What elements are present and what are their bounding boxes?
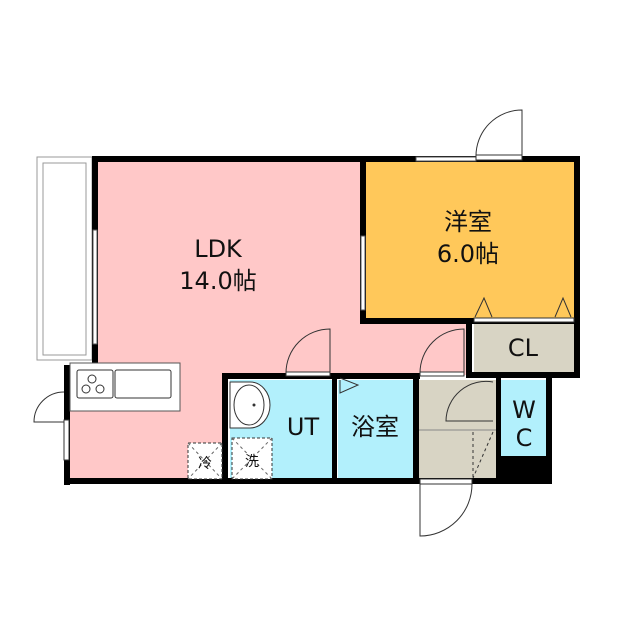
closet-doors [473, 296, 575, 323]
doors [33, 109, 523, 537]
western-name: 洋室 [444, 208, 492, 236]
utility-name: UT [287, 413, 320, 441]
western-size: 6.0帖 [437, 240, 499, 268]
ldk-size: 14.0帖 [179, 267, 256, 295]
bath-name: 浴室 [351, 413, 399, 441]
closet-name: CL [508, 334, 539, 362]
toilet-name-w: W [512, 396, 536, 424]
room-western [366, 162, 574, 318]
washer-label: 洗 [245, 454, 259, 470]
balcony [36, 156, 93, 361]
fridge-space: 冷 [187, 442, 223, 480]
fridge-label: 冷 [198, 456, 212, 472]
toilet-name-c: C [516, 424, 533, 452]
room-toilet [501, 380, 546, 456]
room-bath [338, 380, 413, 480]
ldk-name: LDK [194, 235, 243, 263]
kitchen-counter [69, 362, 181, 412]
washbasin [229, 381, 271, 429]
room-closet [474, 322, 574, 372]
bath-door [339, 377, 360, 394]
washer-space: 洗 [231, 437, 273, 480]
